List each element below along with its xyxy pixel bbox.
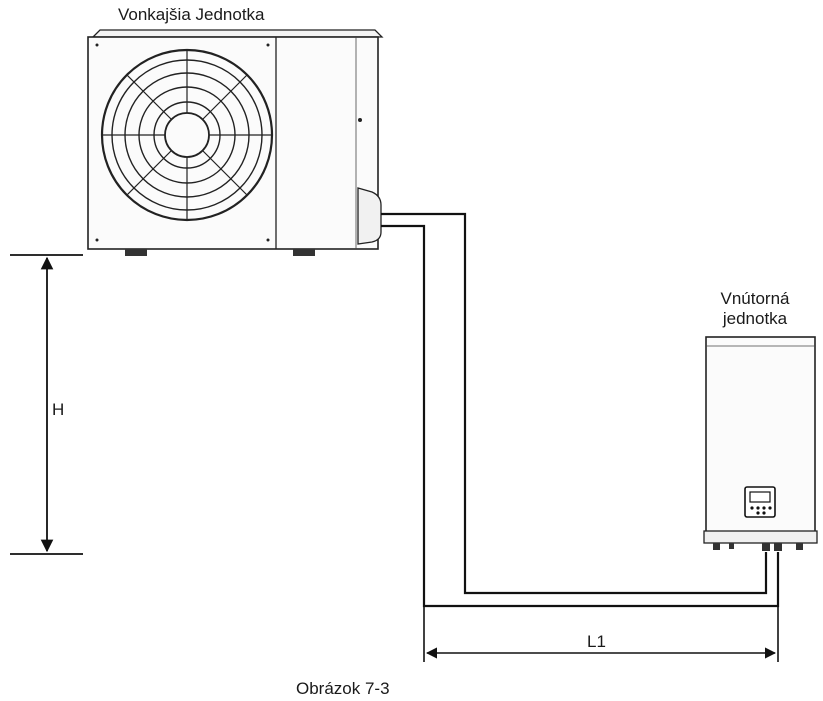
indoor-unit-label: Vnútorná jednotka <box>720 289 790 329</box>
length-label: L1 <box>587 632 606 651</box>
outdoor-unit-label: Vonkajšia Jednotka <box>118 5 265 24</box>
outdoor-unit <box>87 29 384 256</box>
indoor-unit <box>703 336 818 551</box>
height-label: H <box>52 400 65 419</box>
height-dimension <box>10 254 83 555</box>
fan-grille <box>100 48 274 222</box>
control-panel <box>744 486 776 518</box>
length-dimension <box>423 606 779 662</box>
figure-caption: Obrázok 7-3 <box>296 679 390 698</box>
